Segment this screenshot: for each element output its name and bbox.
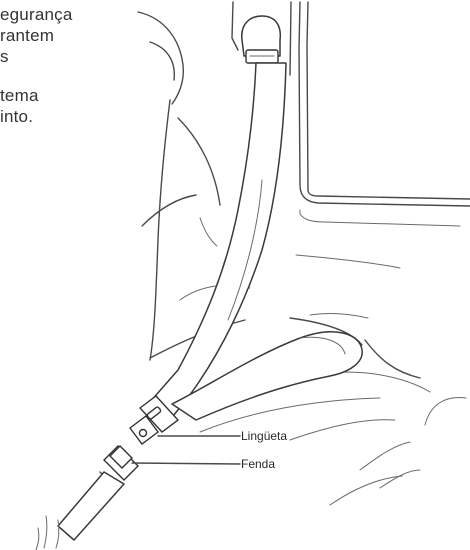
seat-headrest <box>138 12 183 104</box>
callout-label-slot: Fenda <box>241 457 275 471</box>
floor-lines <box>36 516 59 550</box>
upper-belt-anchor <box>242 16 281 63</box>
callout-label-tongue: Lingüeta <box>241 429 287 443</box>
buckle-receiver <box>58 446 138 540</box>
